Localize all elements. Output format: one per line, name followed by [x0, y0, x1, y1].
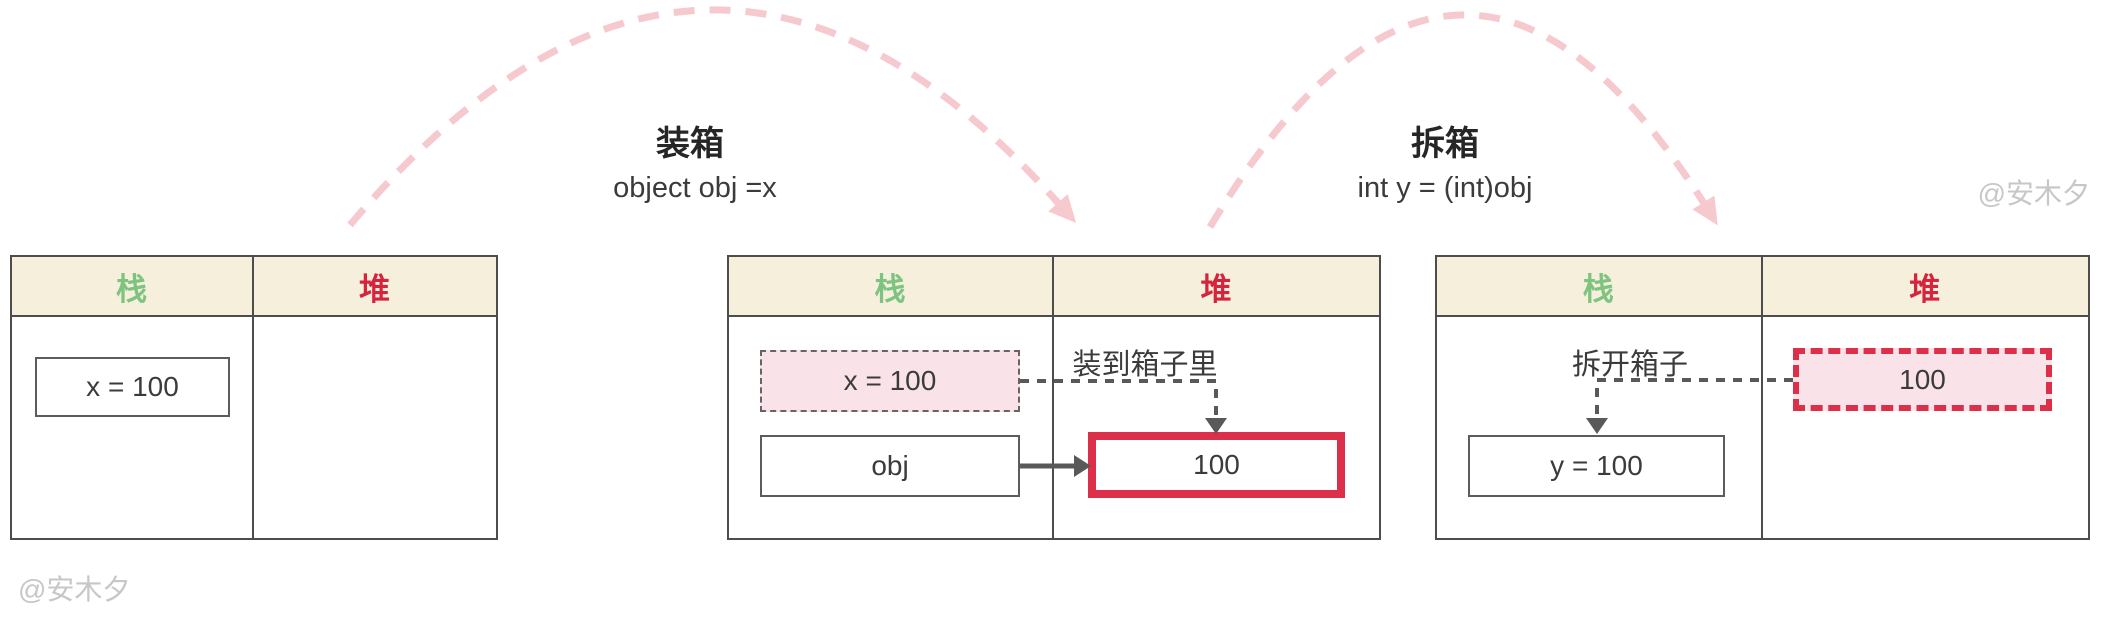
unboxing-title: 拆箱 [1411, 125, 1479, 163]
table1-heap-header: 堆 [254, 257, 496, 317]
boxing-arc-arrowhead-icon [1048, 194, 1077, 223]
table2-stack-header: 栈 [729, 257, 1054, 317]
table1-stack-header: 栈 [12, 257, 254, 317]
watermark-bottom-left: @安木夕 [18, 574, 131, 605]
stack-box-x-highlight: x = 100 [760, 350, 1020, 412]
table-before-boxing: 栈 堆 [10, 255, 498, 540]
stack-box-obj: obj [760, 435, 1020, 497]
unboxing-stack-note: 拆开箱子 [1571, 349, 1688, 381]
stack-box-y: y = 100 [1468, 435, 1725, 497]
boxing-code: object obj =x [613, 172, 777, 204]
table3-stack-header: 栈 [1437, 257, 1763, 317]
table1-heap-cell [254, 317, 496, 538]
boxing-heap-note: 装到箱子里 [1072, 349, 1218, 381]
stack-box-x: x = 100 [35, 357, 230, 417]
table3-heap-header: 堆 [1762, 257, 2088, 317]
table1-stack-cell [12, 317, 254, 538]
heap-box-unboxed-100: 100 [1793, 348, 2052, 411]
unboxing-code: int y = (int)obj [1357, 172, 1533, 204]
watermark-top-right: @安木夕 [1977, 178, 2090, 209]
unboxing-arc-arrowhead-icon [1692, 195, 1718, 226]
table2-heap-header: 堆 [1054, 257, 1379, 317]
boxing-title: 装箱 [656, 125, 724, 163]
heap-box-boxed-100: 100 [1088, 432, 1345, 498]
